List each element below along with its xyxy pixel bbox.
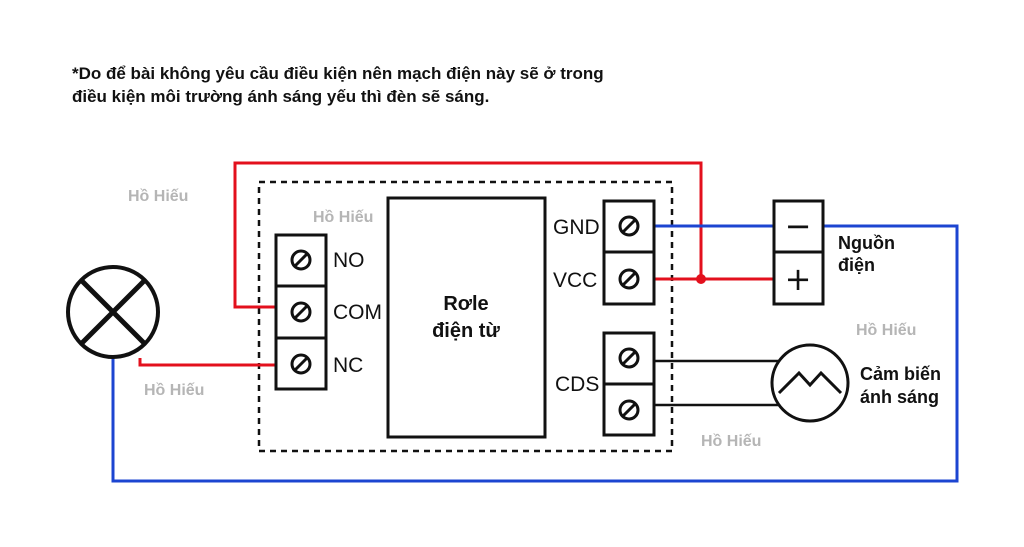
black-wires	[654, 359, 788, 407]
screw-terminal-icon	[290, 301, 312, 323]
watermark: Hồ Hiếu	[313, 209, 373, 226]
lamp-icon	[66, 265, 160, 359]
power-source	[772, 199, 825, 306]
relay-label-line-2: điện từ	[432, 320, 500, 342]
red-wire-lamp-to-nc	[138, 358, 276, 367]
red-wires	[138, 161, 774, 367]
power-source-label-line-1: Nguồn	[838, 233, 895, 253]
screw-terminal-icon	[618, 347, 640, 369]
red-wire-com-loop	[233, 161, 703, 309]
watermark: Hồ Hiếu	[128, 188, 188, 205]
wire-junction	[696, 274, 706, 284]
terminal-label-gnd: GND	[553, 216, 600, 239]
screw-terminal-icon	[618, 268, 640, 290]
screw-terminal-icon	[290, 249, 312, 271]
terminal-label-nc: NC	[333, 354, 363, 377]
note-line-2: điều kiện môi trường ánh sáng yếu thì đè…	[72, 87, 490, 106]
terminal-label-no: NO	[333, 249, 365, 272]
relay-label-line-1: Rơle	[443, 293, 488, 315]
blue-wire-return-loop	[111, 224, 959, 483]
instruction-note: *Do để bài không yêu cầu điều kiện nên m…	[72, 62, 604, 108]
screw-terminal-icon	[618, 399, 640, 421]
terminal-label-vcc: VCC	[553, 269, 597, 292]
watermark: Hồ Hiếu	[144, 382, 204, 399]
watermark: Hồ Hiếu	[701, 433, 761, 450]
relay-body	[386, 196, 547, 439]
light-sensor-icon	[770, 343, 850, 423]
note-line-1: *Do để bài không yêu cầu điều kiện nên m…	[72, 64, 604, 83]
terminal-label-com: COM	[333, 301, 382, 324]
blue-wires	[111, 224, 959, 483]
screw-terminal-icon	[290, 353, 312, 375]
sensor-label-line-1: Cảm biến	[860, 364, 941, 384]
power-source-label-line-2: điện	[838, 255, 875, 275]
screw-terminal-icon	[618, 215, 640, 237]
terminal-label-cds: CDS	[555, 373, 599, 396]
positive-terminal-symbol: +	[785, 260, 812, 298]
watermark: Hồ Hiếu	[856, 322, 916, 339]
sensor-label-line-2: ánh sáng	[860, 387, 939, 407]
negative-terminal-symbol: −	[785, 207, 812, 245]
